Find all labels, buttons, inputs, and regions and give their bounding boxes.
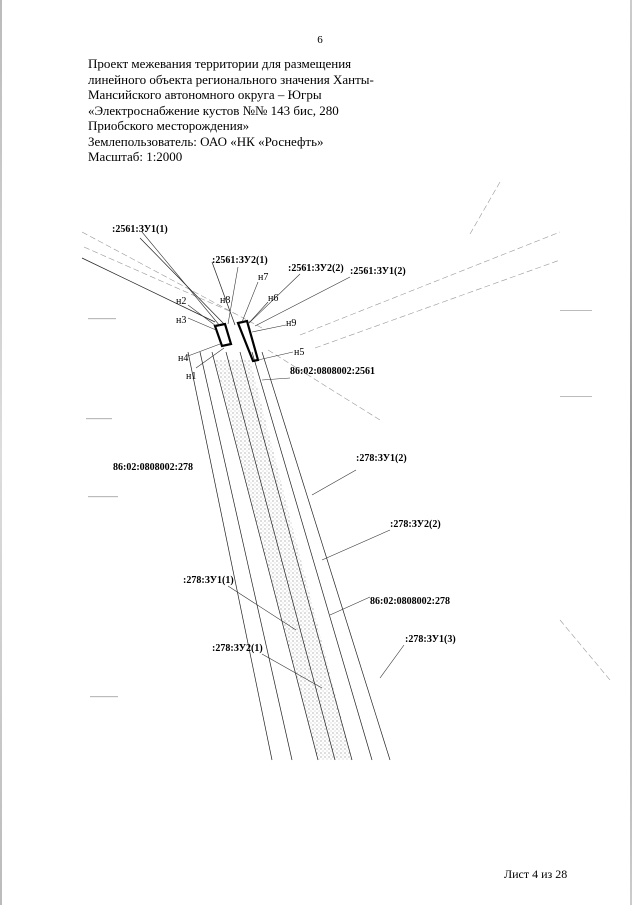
label-278-zu2-1: :278:ЗУ2(1) xyxy=(212,643,263,654)
label-278-zu1-3: :278:ЗУ1(3) xyxy=(405,634,456,645)
parcel-polygon-left xyxy=(213,322,233,348)
header-line-2: линейного объекта регионального значения… xyxy=(88,71,374,87)
header-line-3: Мансийского автономного округа – Югры xyxy=(88,87,322,102)
point-n4: н4 xyxy=(178,353,188,364)
point-n7: н7 xyxy=(258,272,268,283)
scan-edge-right xyxy=(630,0,632,905)
label-2561-zu1-1: :2561:ЗУ1(1) xyxy=(112,224,168,235)
label-cadastral-2561: 86:02:0808002:2561 xyxy=(290,366,375,377)
label-278-zu1-2: :278:ЗУ1(2) xyxy=(356,453,407,464)
label-278-zu2-2: :278:ЗУ2(2) xyxy=(390,519,441,530)
header-line-1: Проект межевания территории для размещен… xyxy=(88,56,352,71)
header-line-4: «Электроснабжение кустов №№ 143 бис, 280 xyxy=(88,102,339,118)
leader-lines xyxy=(141,231,405,689)
document-header: Проект межевания территории для размещен… xyxy=(88,56,408,165)
point-n8: н8 xyxy=(220,295,230,306)
label-2561-zu2-1: :2561:ЗУ2(1) xyxy=(212,255,268,266)
page-number: 6 xyxy=(317,34,323,46)
point-n1: н1 xyxy=(186,371,196,382)
scan-edge-left xyxy=(0,0,2,905)
header-line-6: Землепользователь: ОАО «НК «Роснефть» xyxy=(88,133,324,149)
label-2561-zu2-2: :2561:ЗУ2(2) xyxy=(288,263,344,274)
linear-object-lines xyxy=(81,237,391,761)
point-n9: н9 xyxy=(286,318,296,329)
header-line-7: Масштаб: 1:2000 xyxy=(88,149,183,164)
header-line-5: Приобского месторождения» xyxy=(88,118,250,133)
label-cadastral-278-right: 86:02:0808002:278 xyxy=(370,596,450,607)
scan-specks xyxy=(86,310,592,698)
label-2561-zu1-2: :2561:ЗУ1(2) xyxy=(350,266,406,277)
corridor-fill xyxy=(215,360,352,760)
point-n5: н5 xyxy=(294,347,304,358)
label-cadastral-278-left: 86:02:0808002:278 xyxy=(113,462,193,473)
point-n2: н2 xyxy=(176,296,186,307)
label-278-zu1-1: :278:ЗУ1(1) xyxy=(183,575,234,586)
point-n6: н6 xyxy=(268,293,278,304)
sheet-number: Лист 4 из 28 xyxy=(504,867,568,881)
background-lines xyxy=(81,181,611,681)
point-n3: н3 xyxy=(176,315,186,326)
